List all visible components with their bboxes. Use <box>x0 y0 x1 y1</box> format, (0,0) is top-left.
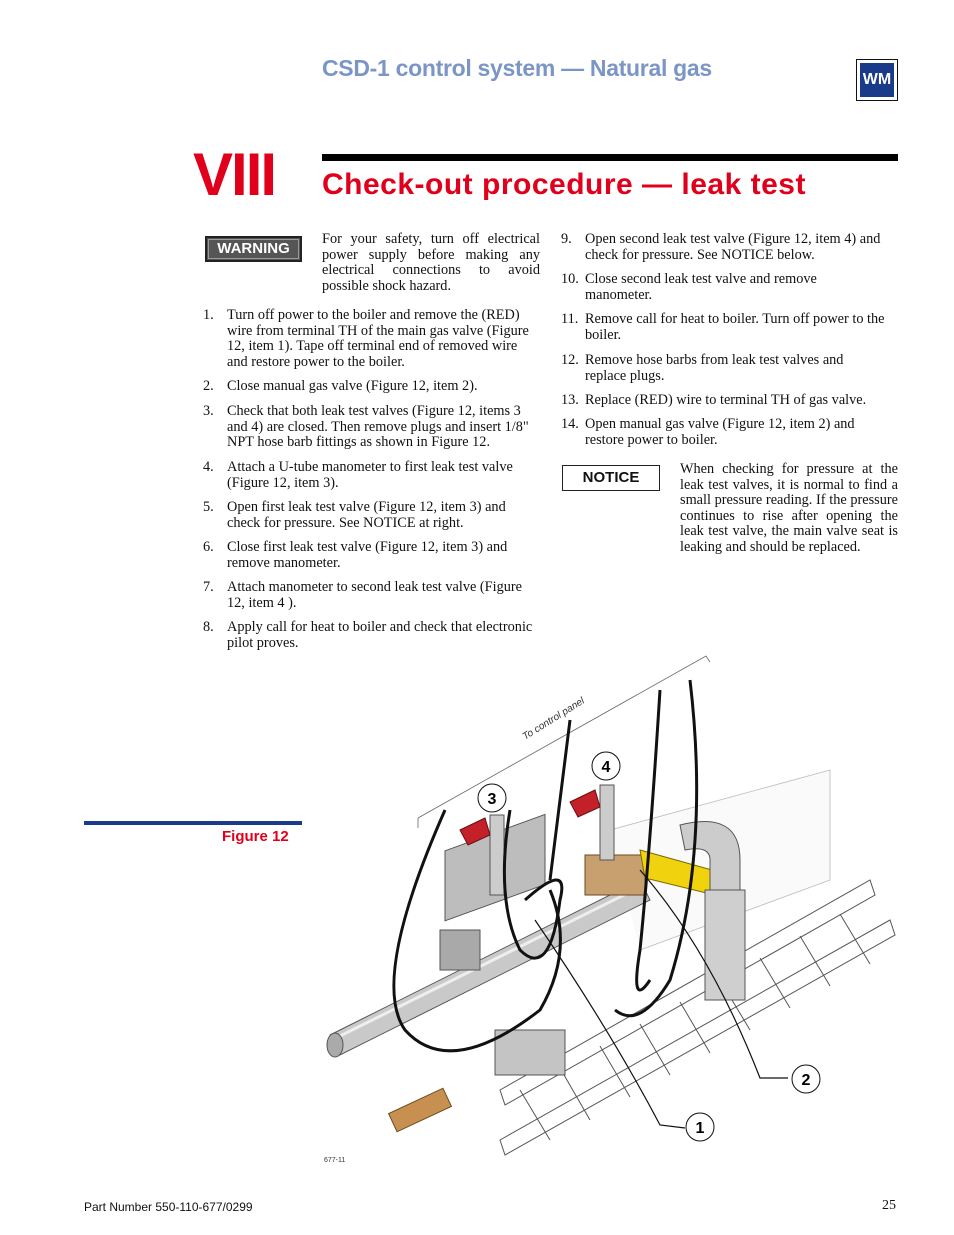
callout-2-text: 2 <box>802 1072 811 1089</box>
step-text: Open first leak test valve (Figure 12, i… <box>227 499 506 531</box>
callout-1: 1 <box>685 1112 715 1142</box>
section-title: Check-out procedure — leak test <box>322 168 806 201</box>
step-text: Attach a U-tube manometer to first leak … <box>227 459 513 491</box>
callout-4-text: 4 <box>602 759 611 776</box>
page-number: 25 <box>882 1198 896 1213</box>
valve-actuator <box>439 929 481 971</box>
leak-test-valve-3 <box>459 814 505 896</box>
step-number: 7. <box>203 579 214 595</box>
step-number: 8. <box>203 619 214 635</box>
manual-gas-valve <box>584 854 646 896</box>
figure-label: Figure 12 <box>222 828 289 845</box>
section-rule <box>322 154 898 161</box>
step-text: Replace (RED) wire to terminal TH of gas… <box>585 392 867 408</box>
step-number: 9. <box>561 231 572 247</box>
step-number: 10. <box>561 271 579 287</box>
step-number: 3. <box>203 403 214 419</box>
step-number: 4. <box>203 459 214 475</box>
step-number: 5. <box>203 499 214 515</box>
warning-badge: WARNING <box>205 236 302 262</box>
step-text: Close first leak test valve (Figure 12, … <box>227 539 508 571</box>
burner-tubes <box>499 879 896 1156</box>
callout-1-text: 1 <box>696 1120 705 1137</box>
step-text: Check that both leak test valves (Figure… <box>227 403 529 451</box>
step-text: Remove call for heat to boiler. Turn off… <box>585 311 885 343</box>
pilot-fitting <box>387 1087 453 1133</box>
figure-rule <box>84 821 302 825</box>
panel-outline <box>417 655 711 819</box>
step-number: 6. <box>203 539 214 555</box>
callout-3: 3 <box>477 783 507 813</box>
header-title: CSD-1 control system — Natural gas <box>322 55 712 81</box>
callout-leaders <box>534 869 788 1129</box>
brand-logo: WM <box>856 59 898 101</box>
notice-text: When checking for pressure at the leak t… <box>680 461 898 555</box>
notice-badge: NOTICE <box>562 465 660 491</box>
step-number: 13. <box>561 392 579 408</box>
step-text: Close second leak test valve and remove … <box>585 271 817 303</box>
leak-test-valve-4 <box>569 784 615 861</box>
control-panel-label: To control panel <box>521 695 588 742</box>
step-text: Apply call for heat to boiler and check … <box>227 619 533 651</box>
step-number: 12. <box>561 352 579 368</box>
drawing-code: 677-11 <box>324 1157 345 1164</box>
footer-part-number: Part Number 550-110-677/0299 <box>84 1200 253 1214</box>
vertical-pipe <box>704 889 746 1001</box>
step-text: Attach manometer to second leak test val… <box>227 579 522 611</box>
step-number: 2. <box>203 378 214 394</box>
step-text: Open manual gas valve (Figure 12, item 2… <box>585 416 855 448</box>
callout-4: 4 <box>591 751 621 781</box>
warning-text: For your safety, turn off electrical pow… <box>322 231 540 294</box>
callout-3-text: 3 <box>488 791 497 808</box>
step-text: Turn off power to the boiler and remove … <box>227 307 529 370</box>
step-number: 1. <box>203 307 214 323</box>
step-text: Close manual gas valve (Figure 12, item … <box>227 378 478 394</box>
step-number: 11. <box>561 311 579 327</box>
step-number: 14. <box>561 416 579 432</box>
step-text: Remove hose barbs from leak test valves … <box>585 352 844 384</box>
pilot-valve <box>494 1029 566 1076</box>
pipe-end <box>326 1032 344 1058</box>
logo-mark: WM <box>860 63 894 97</box>
manometer-hoses <box>392 679 699 1053</box>
callout-2: 2 <box>791 1064 821 1094</box>
section-number: VIII <box>193 141 277 208</box>
gas-train-diagram: To control panel <box>324 655 896 1164</box>
step-text: Open second leak test valve (Figure 12, … <box>585 231 881 263</box>
